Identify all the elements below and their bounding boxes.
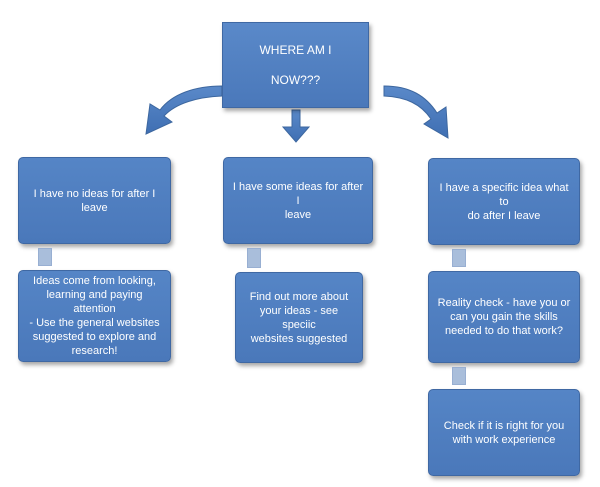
curved-arrow-left-icon	[145, 85, 223, 135]
branch-3-step-1-label: Reality check - have you or can you gain…	[437, 297, 571, 337]
branch-2-step-1-label: Find out more about your ideas - see spe…	[249, 290, 349, 345]
root-arrows	[145, 85, 449, 143]
branch-3-connector-1	[452, 249, 466, 267]
branch-3-step-2-label: Check if it is right for you with work e…	[443, 419, 565, 446]
branch-1-question-label: I have no ideas for after I leave	[33, 187, 156, 214]
branch-3-step-1-box: Reality check - have you or can you gain…	[428, 271, 580, 363]
branch-1-question-box: I have no ideas for after I leave	[18, 157, 171, 244]
branch-3-connector-2	[452, 367, 466, 385]
branch-1-step-1-box: Ideas come from looking, learning and pa…	[18, 270, 171, 362]
branch-3-question-label: I have a specific idea what to do after …	[439, 181, 569, 222]
root-label: WHERE AM I NOW???	[259, 43, 332, 87]
branch-2-step-1-box: Find out more about your ideas - see spe…	[235, 272, 363, 363]
branch-2-connector	[247, 248, 261, 268]
down-arrow-icon	[281, 109, 311, 143]
branch-1-step-1-label: Ideas come from looking, learning and pa…	[29, 275, 160, 357]
branch-3-step-2-box: Check if it is right for you with work e…	[428, 389, 580, 476]
branch-3-question-box: I have a specific idea what to do after …	[428, 158, 580, 245]
branch-1-connector	[38, 248, 52, 266]
branch-2-question-box: I have some ideas for after I leave	[223, 157, 373, 244]
branch-2-question-label: I have some ideas for after I leave	[232, 180, 364, 221]
root-box: WHERE AM I NOW???	[222, 22, 369, 108]
curved-arrow-right-icon	[383, 85, 449, 139]
